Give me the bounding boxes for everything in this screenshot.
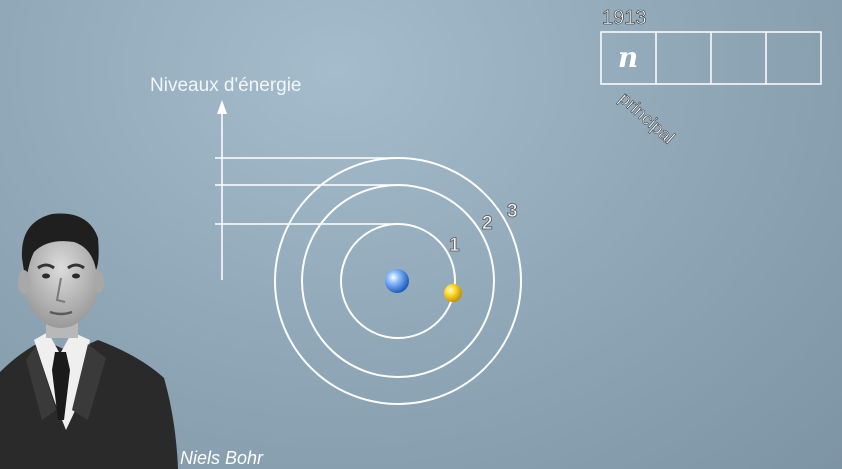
- quantum-cell-n: n: [618, 41, 638, 74]
- orbits: [274, 157, 522, 405]
- orbit-2: [301, 184, 495, 378]
- year-label: 1913: [602, 7, 647, 29]
- axis-arrow-icon: [217, 100, 227, 114]
- nucleus: [385, 269, 409, 293]
- electron: [444, 284, 462, 302]
- orbit-1: [340, 223, 456, 339]
- orbit-3: [274, 157, 522, 405]
- portrait-niels-bohr: Niels Bohr: [0, 213, 264, 469]
- principal-label: principal: [615, 88, 678, 148]
- orbit-label-1: 1: [449, 235, 460, 256]
- orbit-label-2: 2: [482, 213, 493, 234]
- energy-levels: [215, 157, 398, 225]
- energy-axis: Niveaux d'énergie: [150, 75, 302, 280]
- energy-axis-label: Niveaux d'énergie: [150, 75, 302, 96]
- orbit-label-3: 3: [507, 201, 518, 222]
- portrait-caption: Niels Bohr: [180, 448, 264, 468]
- quantum-number-box: 1913 n principal: [600, 7, 822, 148]
